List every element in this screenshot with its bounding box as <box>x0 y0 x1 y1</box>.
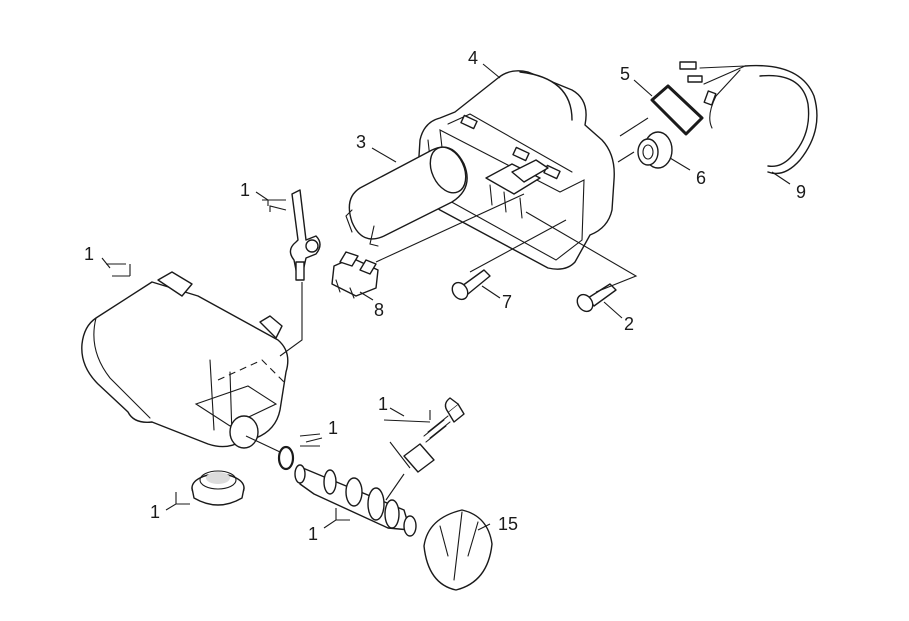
label-part-15: 15 <box>498 514 518 534</box>
label-part-9: 9 <box>796 182 806 202</box>
screw-part-2 <box>576 283 617 313</box>
knob-part-15 <box>423 509 493 591</box>
gasket-part-5 <box>650 84 704 136</box>
label-part-1-spring: 1 <box>378 394 388 414</box>
label-part-7: 7 <box>502 292 512 312</box>
label-part-8: 8 <box>374 300 384 320</box>
callout-leaders <box>101 63 791 531</box>
label-part-5: 5 <box>620 64 630 84</box>
label-part-1-bracket: 1 <box>240 180 250 200</box>
spring-pin-set <box>403 397 465 473</box>
grommet-bottom <box>191 470 245 506</box>
label-part-2: 2 <box>624 314 634 334</box>
bracket-part-1 <box>289 189 321 281</box>
screw-part-7 <box>451 269 491 301</box>
label-part-1-shaft: 1 <box>308 524 318 544</box>
valve-shaft <box>294 464 417 537</box>
housing-front <box>81 271 289 449</box>
capacitor-part-3 <box>345 146 468 247</box>
exploded-guide-lines <box>245 117 649 501</box>
callout-labels: 4 5 6 9 3 8 7 2 15 1 1 1 1 1 1 <box>84 48 806 544</box>
label-part-1-housing: 1 <box>84 244 94 264</box>
grommet-part-6 <box>637 131 673 169</box>
cable-part-9 <box>679 61 818 175</box>
label-part-4: 4 <box>468 48 478 68</box>
label-part-6: 6 <box>696 168 706 188</box>
label-part-1-oring: 1 <box>328 418 338 438</box>
o-ring <box>277 445 295 471</box>
switch-part-8 <box>331 251 379 299</box>
label-part-1-grommet: 1 <box>150 502 160 522</box>
label-part-3: 3 <box>356 132 366 152</box>
